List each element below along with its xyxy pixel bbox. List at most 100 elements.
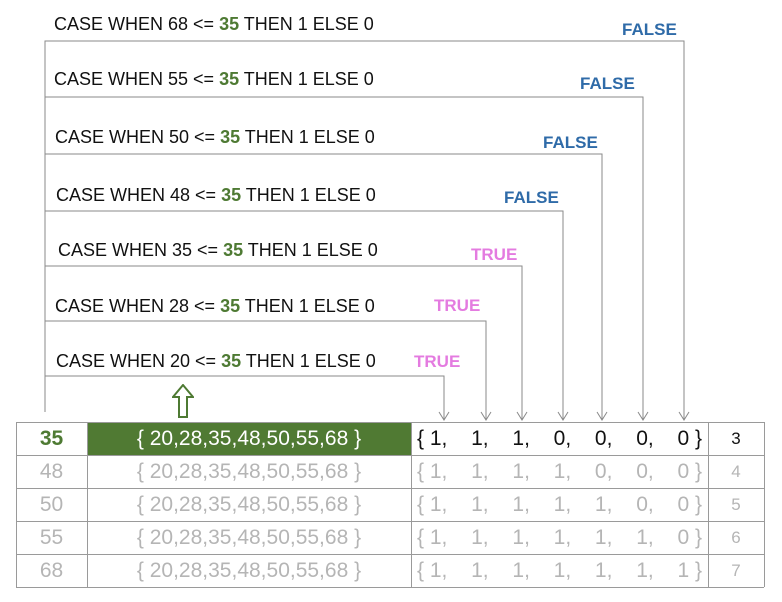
result-bit: 0 } <box>677 492 702 516</box>
result-bit: { 1, <box>417 492 448 516</box>
case-result-label: FALSE <box>543 133 598 152</box>
table-column-divider <box>708 422 709 587</box>
table-row-divider <box>16 488 764 489</box>
case-value: 35 <box>221 351 242 371</box>
case-suffix: THEN 1 ELSE 0 <box>239 69 374 89</box>
case-expression: CASE WHEN 55 <= 35 THEN 1 ELSE 0 <box>54 69 374 90</box>
result-bit: 1, <box>553 459 572 483</box>
result-bit: 1, <box>512 492 530 516</box>
row-value: 35 <box>39 426 64 450</box>
table-row-divider <box>16 422 764 423</box>
row-result-array: { 1, 1, 1, 1, 1, 0, 0 } <box>411 488 708 521</box>
case-expression: CASE WHEN 50 <= 35 THEN 1 ELSE 0 <box>55 127 375 148</box>
case-result-label: TRUE <box>434 296 481 315</box>
connector-line <box>44 265 523 420</box>
result-bit: 0, <box>594 459 613 483</box>
row-set: { 20,28,35,48,50,55,68 } <box>87 422 411 455</box>
result-bit: { 1, <box>417 525 448 549</box>
table-row: 50 { 20,28,35,48,50,55,68 } { 1, 1, 1, 1, 1, 0,… <box>16 488 764 521</box>
up-arrow-icon <box>170 383 196 418</box>
table-column-divider <box>87 422 88 587</box>
result-bit: 0, <box>636 426 654 450</box>
case-prefix: CASE WHEN 68 <= <box>54 14 220 34</box>
result-bit: 0, <box>553 426 572 450</box>
result-bit: 1, <box>471 525 489 549</box>
case-value: 35 <box>220 127 241 147</box>
result-bit: 1, <box>471 426 489 450</box>
row-set: { 20,28,35,48,50,55,68 } <box>136 525 362 549</box>
table-row-divider <box>16 587 764 588</box>
row-count: 5 <box>731 494 741 514</box>
case-suffix: THEN 1 ELSE 0 <box>240 296 375 316</box>
arrowhead-icon <box>480 411 492 421</box>
table-row: 35 { 20,28,35,48,50,55,68 }{ 1, 1, 1, 0, 0, 0,… <box>16 422 764 455</box>
row-set: { 20,28,35,48,50,55,68 } <box>136 492 362 516</box>
result-bit: 1, <box>512 426 530 450</box>
case-prefix: CASE WHEN 35 <= <box>58 240 224 260</box>
table-column-divider <box>764 422 765 587</box>
result-bit: 1, <box>636 558 654 582</box>
row-result-array: { 1,1,1,1,1,1,0 } <box>411 521 708 554</box>
table-row-divider <box>16 521 764 522</box>
case-result-label: FALSE <box>504 188 559 207</box>
result-bit: 1, <box>553 525 572 549</box>
result-bit: 0 } <box>677 426 702 450</box>
row-value: 55 <box>39 525 64 549</box>
result-bit: { 1, <box>417 426 448 450</box>
case-value: 35 <box>219 14 240 34</box>
result-bit: 0, <box>636 459 654 483</box>
case-suffix: THEN 1 ELSE 0 <box>240 127 375 147</box>
table-row: 55{ 20,28,35,48,50,55,68 }{ 1,1,1,1,1,1,… <box>16 521 764 554</box>
case-value: 35 <box>221 185 242 205</box>
result-bit: 1, <box>553 558 572 582</box>
row-count: 3 <box>731 428 741 448</box>
row-count: 4 <box>731 461 741 481</box>
case-suffix: THEN 1 ELSE 0 <box>243 240 378 260</box>
case-value: 35 <box>223 240 244 260</box>
case-prefix: CASE WHEN 28 <= <box>55 296 221 316</box>
result-bit: 0 } <box>677 459 702 483</box>
table-row: 68{ 20,28,35,48,50,55,68 }{ 1,1,1,1,1,1,… <box>16 554 764 587</box>
result-bit: 0, <box>594 426 613 450</box>
row-count: 6 <box>731 527 741 547</box>
row-set: { 20,28,35,48,50,55,68 } <box>136 459 362 483</box>
row-value: 68 <box>39 558 64 582</box>
case-result-label: TRUE <box>414 352 461 371</box>
result-bit: 0, <box>636 492 654 516</box>
case-value: 35 <box>220 296 241 316</box>
case-prefix: CASE WHEN 55 <= <box>54 69 220 89</box>
row-count: 7 <box>731 560 741 580</box>
result-bit: 1, <box>594 492 613 516</box>
result-bit: 1, <box>512 558 530 582</box>
row-result-array: { 1,1,1,1,0,0,0 } <box>411 455 708 488</box>
case-expression: CASE WHEN 28 <= 35 THEN 1 ELSE 0 <box>55 296 375 317</box>
arrowhead-icon <box>438 411 450 421</box>
case-result-label: FALSE <box>622 20 677 39</box>
row-value: 50 <box>39 492 64 516</box>
table-row-divider <box>16 554 764 555</box>
row-value: 48 <box>39 459 64 483</box>
connector-line <box>44 320 487 420</box>
case-value: 35 <box>219 69 240 89</box>
result-bit: 1, <box>636 525 654 549</box>
result-bit: 1, <box>553 492 572 516</box>
case-expression: CASE WHEN 48 <= 35 THEN 1 ELSE 0 <box>56 185 376 206</box>
result-bit: 1, <box>512 525 530 549</box>
arrowhead-icon <box>557 411 569 421</box>
row-set: { 20,28,35,48,50,55,68 } <box>136 558 362 582</box>
table-column-divider <box>411 422 412 587</box>
case-expression: CASE WHEN 35 <= 35 THEN 1 ELSE 0 <box>58 240 378 261</box>
result-bit: 1, <box>471 492 489 516</box>
result-bit: { 1, <box>417 459 448 483</box>
arrowhead-icon <box>637 411 649 421</box>
table-column-divider <box>16 422 17 587</box>
result-bit: 1, <box>594 558 613 582</box>
case-prefix: CASE WHEN 20 <= <box>56 351 222 371</box>
result-bit: { 1, <box>417 558 448 582</box>
arrowhead-icon <box>516 411 528 421</box>
row-result-array: { 1,1,1,1,1,1,1 } <box>411 554 708 587</box>
case-prefix: CASE WHEN 48 <= <box>56 185 222 205</box>
case-expression: CASE WHEN 68 <= 35 THEN 1 ELSE 0 <box>54 14 374 35</box>
connector-line <box>44 375 445 420</box>
